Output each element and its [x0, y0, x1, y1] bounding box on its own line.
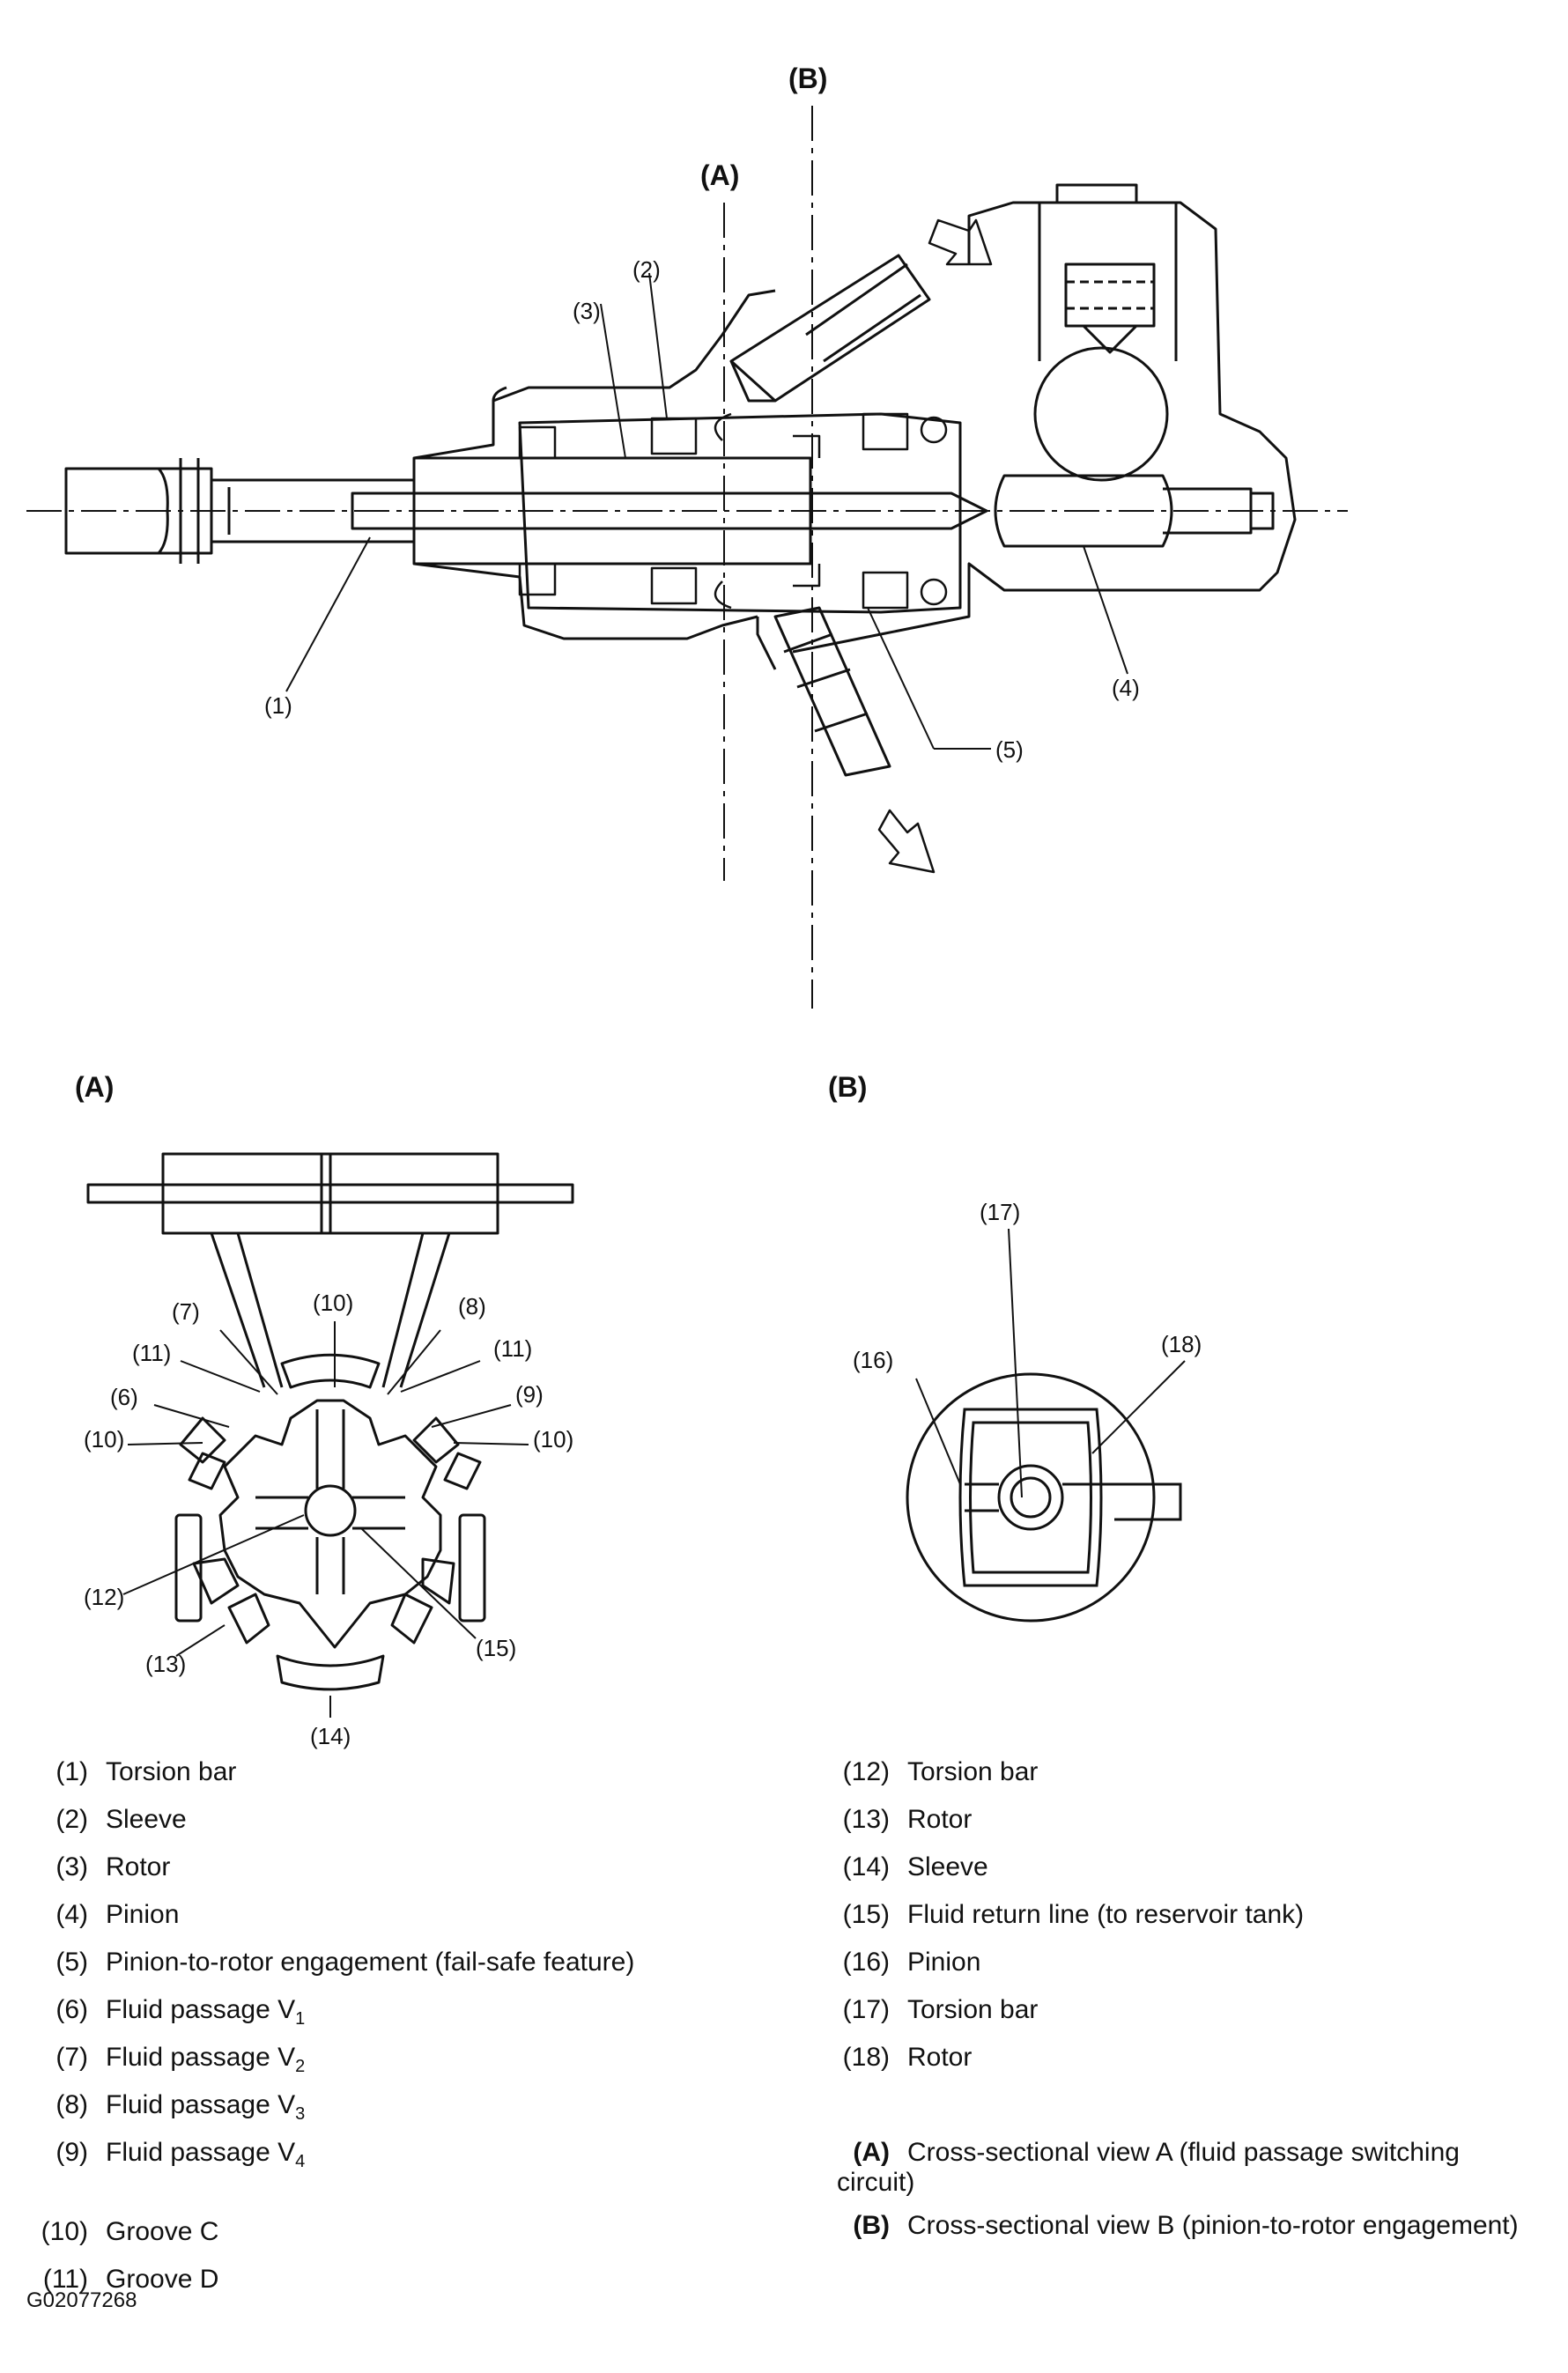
- view-label-a: (A): [75, 1071, 114, 1103]
- centerlines: [26, 106, 1348, 1009]
- legend-item: (9)Fluid passage V4: [55, 2138, 306, 2171]
- legend-item: (1)Torsion bar: [55, 1757, 237, 1786]
- seals-bearings: [518, 412, 948, 610]
- callout-5: (5): [995, 736, 1024, 763]
- callout-7: (7): [172, 1298, 200, 1325]
- legend-item: (8)Fluid passage V3: [55, 2090, 306, 2124]
- figure-code: G02077268: [26, 2288, 137, 2312]
- legend-item: (18)Rotor: [842, 2043, 973, 2072]
- legend-item: (11)Groove D: [42, 2265, 219, 2294]
- callout-3: (3): [573, 298, 601, 324]
- lower-fluid-fitting: [756, 606, 891, 777]
- callout-14: (14): [310, 1723, 351, 1749]
- rack-guide-yoke: [1033, 183, 1178, 482]
- section-b-drawing: [906, 1228, 1186, 1623]
- sleeve-sectors: [174, 1353, 486, 1691]
- callout-16: (16): [853, 1347, 893, 1373]
- outlet-arrow-icon: [877, 809, 936, 874]
- legend-item: (B)Cross-sectional view B (pinion-to-rot…: [853, 2211, 1519, 2240]
- callout-10-left: (10): [84, 1426, 124, 1453]
- callout-17: (17): [980, 1199, 1020, 1225]
- callout-13: (13): [145, 1651, 186, 1677]
- section-b-leaders: [915, 1228, 1186, 1498]
- callout-18: (18): [1161, 1331, 1202, 1357]
- input-shaft: [64, 456, 988, 566]
- callout-10-right: (10): [533, 1426, 573, 1453]
- callout-8: (8): [458, 1293, 486, 1320]
- callout-11-right: (11): [493, 1335, 532, 1362]
- legend-item: (4)Pinion: [55, 1900, 180, 1929]
- legend-item: (12)Torsion bar: [842, 1757, 1039, 1786]
- legend-item: (A)Cross-sectional view A (fluid passage…: [837, 2138, 1460, 2197]
- view-label-a-top: (A): [700, 159, 739, 191]
- legend-item: (5)Pinion-to-rotor engagement (fail-safe…: [55, 1948, 635, 1977]
- callout-15: (15): [476, 1635, 516, 1661]
- callout-2: (2): [632, 256, 661, 283]
- legend-item: (17)Torsion bar: [842, 1995, 1039, 2024]
- pinion: [994, 474, 1275, 548]
- legend-item: (3)Rotor: [55, 1852, 171, 1881]
- legend-item: (10)Groove C: [41, 2217, 219, 2246]
- section-a-drawing: [86, 1152, 574, 1718]
- legend-item: (6)Fluid passage V1: [55, 1995, 306, 2029]
- legend-item: (2)Sleeve: [55, 1805, 187, 1834]
- callout-11-left: (11): [132, 1340, 171, 1366]
- callout-1: (1): [264, 692, 292, 719]
- view-label-b-top: (B): [788, 63, 827, 94]
- legend-item: (7)Fluid passage V2: [55, 2043, 306, 2076]
- legend-item: (15)Fluid return line (to reservoir tank…: [842, 1900, 1305, 1929]
- callout-6: (6): [110, 1384, 138, 1410]
- section-a-leaders: [122, 1321, 529, 1718]
- legend-item: (13)Rotor: [842, 1805, 973, 1834]
- inlet-arrow-icon: [928, 218, 993, 266]
- legend-item: (16)Pinion: [842, 1948, 981, 1977]
- upper-fluid-fitting: [729, 254, 931, 403]
- view-label-b: (B): [828, 1071, 867, 1103]
- callout-10-top: (10): [313, 1290, 353, 1316]
- callout-4: (4): [1112, 675, 1140, 701]
- callout-12: (12): [84, 1584, 124, 1610]
- rotor-cross: [218, 1399, 442, 1649]
- valve-assembly-cross-section: [26, 106, 1348, 1009]
- legend-item: (14)Sleeve: [842, 1852, 988, 1881]
- leader-lines: [285, 272, 1128, 750]
- callout-9: (9): [515, 1381, 544, 1408]
